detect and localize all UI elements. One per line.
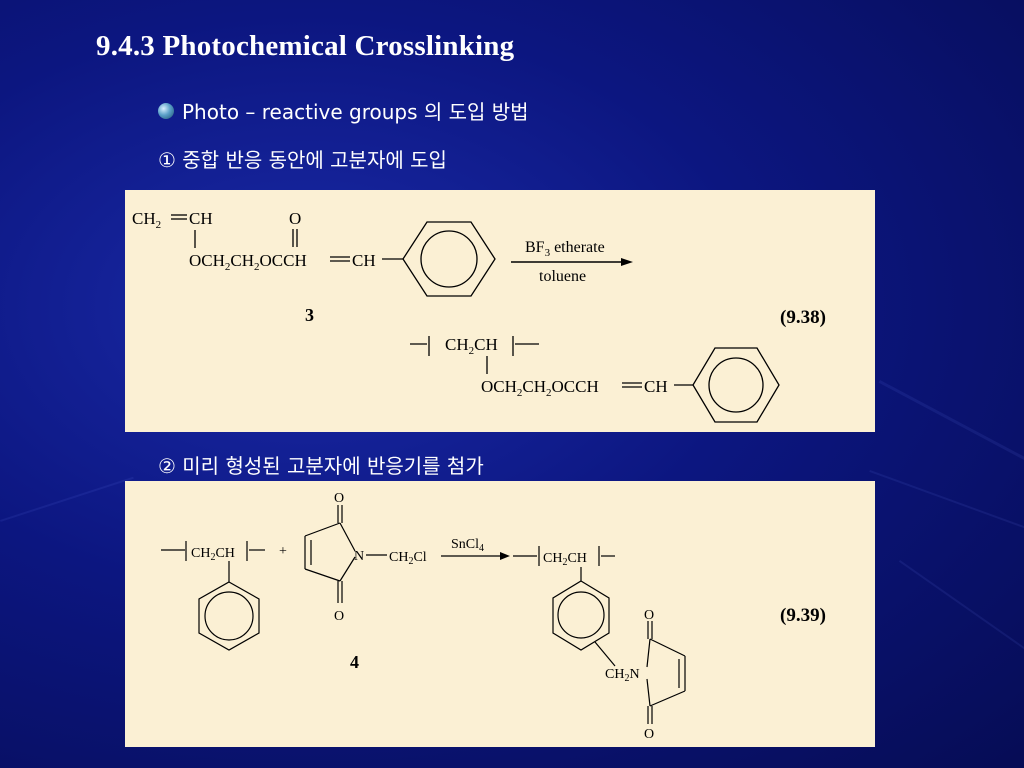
maleimide-oxygen-top: O [334, 491, 344, 506]
catalyst-label-sncl4: SnCl4 [451, 537, 484, 554]
reactant-vinyl-end: CH [352, 251, 376, 270]
product-backbone: CH2CH [445, 335, 498, 357]
compound-number-3: 3 [305, 305, 314, 325]
reaction-scheme-9-38: CH2 CH O OCH2CH2OCCH CH BF3 etherate tol… [132, 209, 826, 423]
slide-title: 9.4.3 Photochemical Crosslinking [96, 30, 515, 62]
product-vinyl-end: CH [644, 377, 668, 396]
benzene-ring-reactant [402, 221, 496, 297]
product-methylene-link: CH2N [605, 667, 640, 684]
maleimide-oxygen-bottom: O [334, 609, 344, 624]
background-streak [878, 380, 1024, 505]
reaction-panel-9-38: CH2 CH O OCH2CH2OCCH CH BF3 etherate tol… [125, 190, 875, 432]
bullet-text: Photo – reactive groups 의 도입 방법 [182, 100, 529, 124]
reactant-side-chain: OCH2CH2OCCH [189, 251, 307, 273]
product-side-chain: OCH2CH2OCCH [481, 377, 599, 399]
chloromethyl-group: CH2Cl [389, 550, 427, 567]
compound-number-4: 4 [350, 652, 359, 672]
background-streak [0, 476, 134, 522]
product-oxygen-top: O [644, 608, 654, 623]
method-item-2: ② 미리 형성된 고분자에 반응기를 첨가 [158, 454, 484, 478]
product-oxygen-bottom: O [644, 727, 654, 742]
solvent-label: toluene [539, 268, 586, 285]
benzene-ring-polymer-left [198, 581, 260, 651]
equation-number-9-39: (9.39) [780, 605, 826, 626]
reactant-vinyl-ch: CH [189, 209, 213, 228]
polymer-right-backbone: CH2CH [543, 551, 587, 568]
bullet-point: Photo – reactive groups 의 도입 방법 [158, 96, 529, 125]
bullet-orb-icon [158, 102, 174, 119]
plus-sign: + [279, 544, 287, 559]
benzene-ring-product [552, 580, 610, 651]
maleimide-nitrogen: N [354, 549, 364, 564]
equation-number-9-38: (9.38) [780, 307, 826, 328]
maleimide-ring-product [646, 621, 686, 724]
background-streak [898, 560, 1024, 677]
carbonyl-oxygen: O [289, 209, 301, 228]
polymer-left-backbone: CH2CH [191, 546, 235, 563]
method-item-1: ① 중합 반응 동안에 고분자에 도입 [158, 148, 447, 172]
benzene-ring-product [692, 347, 780, 423]
reaction-scheme-9-39: CH2CH + O O N CH2Cl SnCl4 [161, 491, 826, 742]
background-streak [869, 470, 1024, 561]
reaction-panel-9-39: CH2CH + O O N CH2Cl SnCl4 [125, 481, 875, 747]
reactant-vinyl-ch2: CH2 [132, 209, 161, 231]
maleimide-ring [304, 505, 356, 603]
catalyst-label: BF3 etherate [525, 239, 605, 259]
